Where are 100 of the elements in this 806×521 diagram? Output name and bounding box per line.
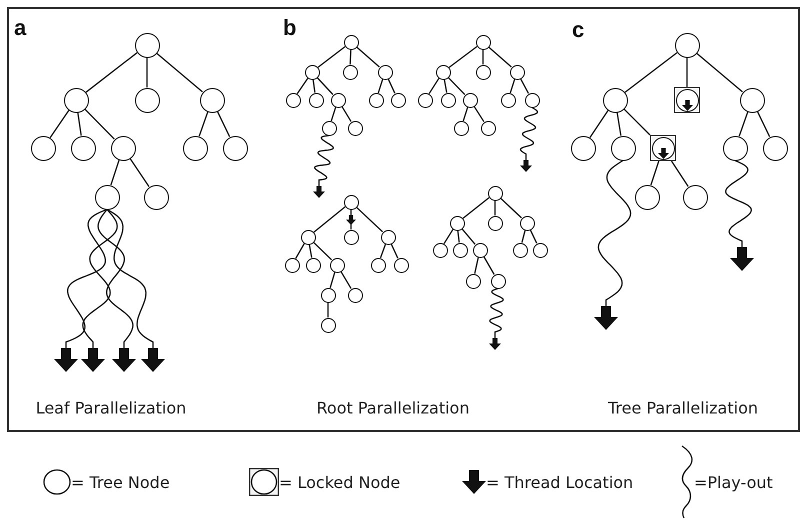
tree-edge bbox=[198, 112, 208, 136]
tree-node bbox=[320, 318, 336, 332]
tree-edge bbox=[330, 106, 336, 122]
panel-letter: b bbox=[283, 16, 296, 40]
tree-node bbox=[200, 88, 224, 112]
tree-edge bbox=[488, 46, 512, 68]
tree-node bbox=[182, 136, 208, 160]
tree-edge bbox=[356, 46, 380, 68]
tree-edge bbox=[428, 78, 440, 94]
tree-edge bbox=[350, 210, 352, 230]
tree-edge bbox=[318, 46, 346, 68]
tree-edge bbox=[330, 272, 336, 288]
tree-node bbox=[490, 274, 506, 288]
tree-node bbox=[762, 136, 788, 160]
tree-node bbox=[378, 64, 392, 80]
tree-node bbox=[674, 32, 700, 58]
tree-node bbox=[320, 288, 336, 302]
tree-node bbox=[306, 258, 320, 272]
tree-edge bbox=[738, 112, 748, 136]
tree-node bbox=[144, 184, 168, 210]
tree-edge bbox=[474, 106, 484, 122]
tree-edge bbox=[327, 302, 329, 318]
tree-node bbox=[330, 258, 344, 272]
tree-node bbox=[472, 242, 488, 258]
tree-node bbox=[64, 88, 88, 112]
play-out-line bbox=[97, 209, 134, 348]
tree-edge bbox=[129, 158, 150, 187]
tree-node bbox=[722, 136, 748, 160]
tree-edge bbox=[462, 106, 468, 122]
tree-node bbox=[348, 288, 362, 302]
tree-node bbox=[344, 194, 358, 210]
tree-edge bbox=[146, 58, 148, 88]
tree-edge bbox=[316, 77, 334, 95]
tree-node bbox=[440, 92, 456, 108]
tree-node bbox=[466, 274, 480, 288]
tree-node bbox=[512, 242, 528, 258]
legend-text: = Locked Node bbox=[279, 472, 400, 492]
tree-edge bbox=[388, 78, 396, 94]
legend-text: = Thread Location bbox=[486, 472, 634, 492]
thread-arrow-icon bbox=[313, 186, 325, 198]
tree-edge bbox=[378, 78, 384, 94]
tree-edge bbox=[483, 256, 495, 275]
tree-edge bbox=[624, 52, 678, 93]
thread-arrow-icon bbox=[112, 348, 136, 372]
tree-edge bbox=[623, 108, 650, 136]
tree-node bbox=[454, 120, 468, 136]
thread-arrow-icon bbox=[54, 348, 78, 372]
play-out-line bbox=[598, 160, 632, 306]
tree-node bbox=[570, 136, 596, 160]
tree-edge bbox=[390, 244, 398, 258]
tree-node bbox=[394, 258, 408, 272]
tree-node bbox=[110, 136, 136, 160]
tree-edge bbox=[77, 112, 82, 136]
tree-edge bbox=[650, 160, 660, 186]
play-out-line bbox=[725, 160, 752, 247]
tree-node bbox=[432, 242, 448, 258]
tree-edge bbox=[521, 230, 526, 243]
panel-title: Tree Parallelization bbox=[608, 398, 758, 418]
tree-node bbox=[134, 88, 160, 112]
tree-node bbox=[524, 92, 540, 108]
play-out-line bbox=[65, 208, 108, 348]
tree-edge bbox=[295, 243, 305, 259]
tree-node bbox=[304, 64, 320, 80]
tree-edge bbox=[530, 230, 538, 244]
tree-edge bbox=[457, 230, 460, 243]
tree-node bbox=[488, 186, 502, 200]
tree-edge bbox=[110, 160, 120, 186]
thread-arrow-icon bbox=[141, 348, 165, 372]
tree-edge bbox=[500, 198, 522, 218]
tree-edge bbox=[296, 78, 308, 94]
thread-arrow-icon bbox=[520, 160, 532, 172]
tree-edge bbox=[510, 78, 516, 94]
tree-edge bbox=[474, 257, 479, 274]
tree-node bbox=[300, 230, 316, 244]
tree-edge bbox=[350, 49, 352, 65]
tree-edge bbox=[380, 244, 386, 258]
tree-node bbox=[348, 120, 362, 136]
tree-edge bbox=[312, 242, 332, 260]
tree-edge bbox=[589, 110, 609, 138]
tree-node bbox=[308, 92, 324, 108]
tree-node bbox=[70, 136, 96, 160]
tree-edge bbox=[443, 228, 454, 244]
tree-node bbox=[500, 92, 516, 108]
tree-edge bbox=[756, 111, 770, 137]
tree-edge bbox=[312, 79, 316, 93]
tree-edge bbox=[448, 76, 466, 96]
tree-node bbox=[740, 88, 764, 112]
tree-node bbox=[450, 216, 464, 230]
panel-letter: a bbox=[14, 16, 26, 40]
tree-node bbox=[610, 136, 636, 160]
tree-node bbox=[390, 92, 406, 108]
play-out-line bbox=[82, 209, 118, 348]
tree-edge bbox=[84, 108, 115, 140]
thread-arrow-icon bbox=[730, 247, 754, 271]
tree-node bbox=[510, 64, 524, 80]
tree-node bbox=[322, 120, 336, 136]
tree-node bbox=[286, 92, 300, 108]
tree-edge bbox=[341, 106, 352, 122]
tree-edge bbox=[494, 200, 496, 216]
tree-node bbox=[476, 34, 490, 50]
